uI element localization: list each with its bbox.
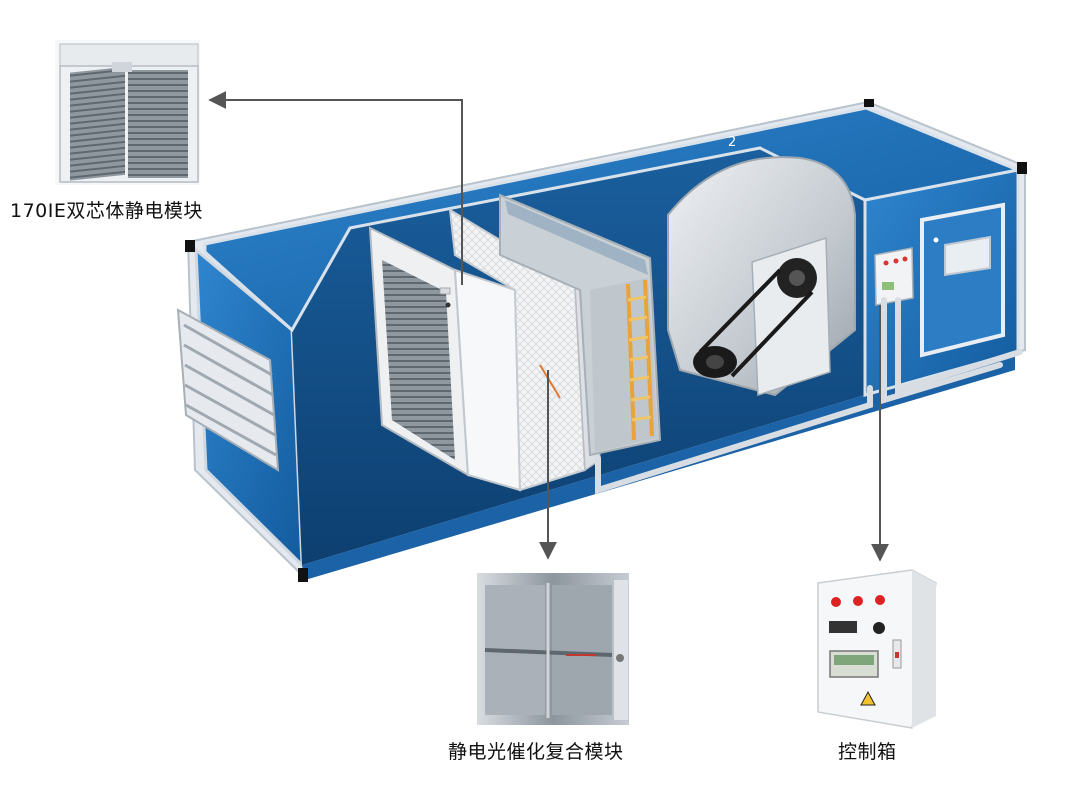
corner-cap	[864, 99, 874, 107]
electrostatic-module-photo	[55, 40, 200, 185]
control-box-label: 控制箱	[838, 741, 897, 763]
corner-cap	[1017, 162, 1027, 174]
heat-exchange-coil	[499, 193, 662, 457]
photocatalytic-module-label: 静电光催化复合模块	[448, 741, 624, 763]
electrostatic-module-in-unit	[368, 226, 522, 492]
inlet-louver	[176, 308, 280, 472]
photocatalytic-module-photo	[477, 573, 629, 725]
callout-arrows	[208, 91, 889, 562]
control-box-photo	[817, 569, 937, 729]
electrostatic-module-label: 170IE双芯体静电模块	[10, 200, 203, 222]
corner-cap	[185, 240, 195, 252]
access-door	[920, 202, 1005, 358]
housing-mark: 2	[728, 135, 736, 150]
corner-cap	[298, 568, 308, 582]
arrow-to-electrostatic-module	[208, 91, 463, 285]
blower-fan	[667, 156, 856, 397]
housing-floor	[302, 352, 1015, 580]
unit-control-panel	[874, 247, 914, 306]
drain-pipes	[595, 297, 1023, 495]
